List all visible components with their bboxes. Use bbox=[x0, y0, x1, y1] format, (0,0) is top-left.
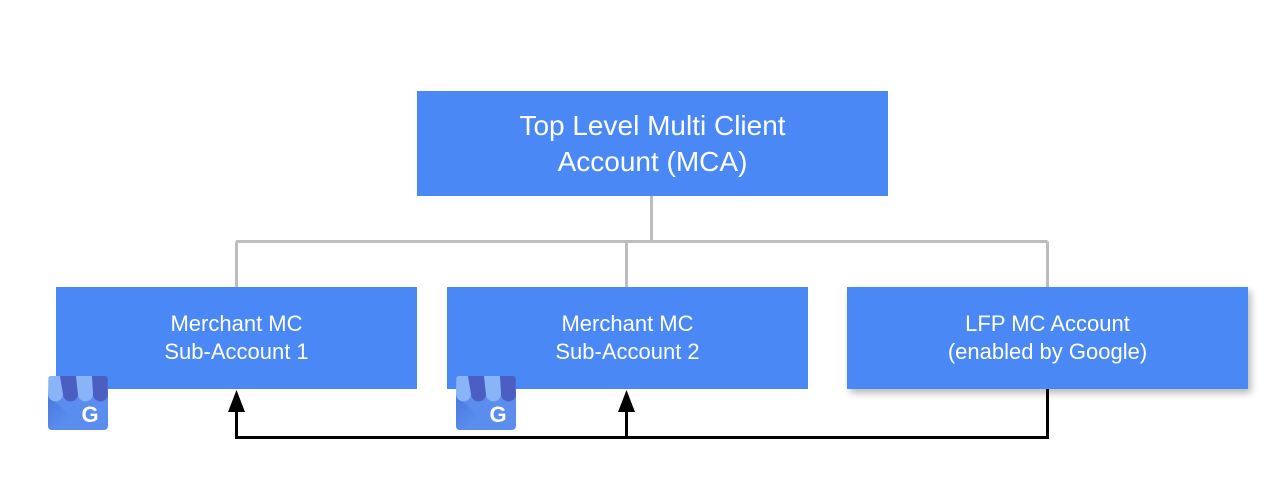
arrowhead-merchant-2 bbox=[618, 390, 635, 412]
node-merchant-sub-account-2-label: Merchant MC Sub-Account 2 bbox=[555, 310, 700, 364]
flow-path-lfp-to-merchants bbox=[235, 389, 1049, 439]
node-merchant-sub-account-1-label: Merchant MC Sub-Account 1 bbox=[164, 310, 309, 364]
node-top-level-mca-label: Top Level Multi Client Account (MCA) bbox=[519, 109, 786, 177]
svg-text:G: G bbox=[489, 402, 506, 427]
node-lfp-mc-account[interactable]: LFP MC Account (enabled by Google) bbox=[847, 287, 1248, 389]
svg-text:G: G bbox=[81, 402, 98, 427]
node-merchant-sub-account-2[interactable]: Merchant MC Sub-Account 2 bbox=[447, 287, 808, 389]
google-business-profile-icon: G bbox=[456, 376, 516, 430]
node-lfp-mc-account-label: LFP MC Account (enabled by Google) bbox=[947, 310, 1148, 364]
arrowhead-merchant-1 bbox=[228, 390, 245, 412]
node-merchant-sub-account-1[interactable]: Merchant MC Sub-Account 1 bbox=[56, 287, 417, 389]
node-top-level-mca[interactable]: Top Level Multi Client Account (MCA) bbox=[417, 91, 888, 196]
google-business-profile-icon: G bbox=[48, 376, 108, 430]
